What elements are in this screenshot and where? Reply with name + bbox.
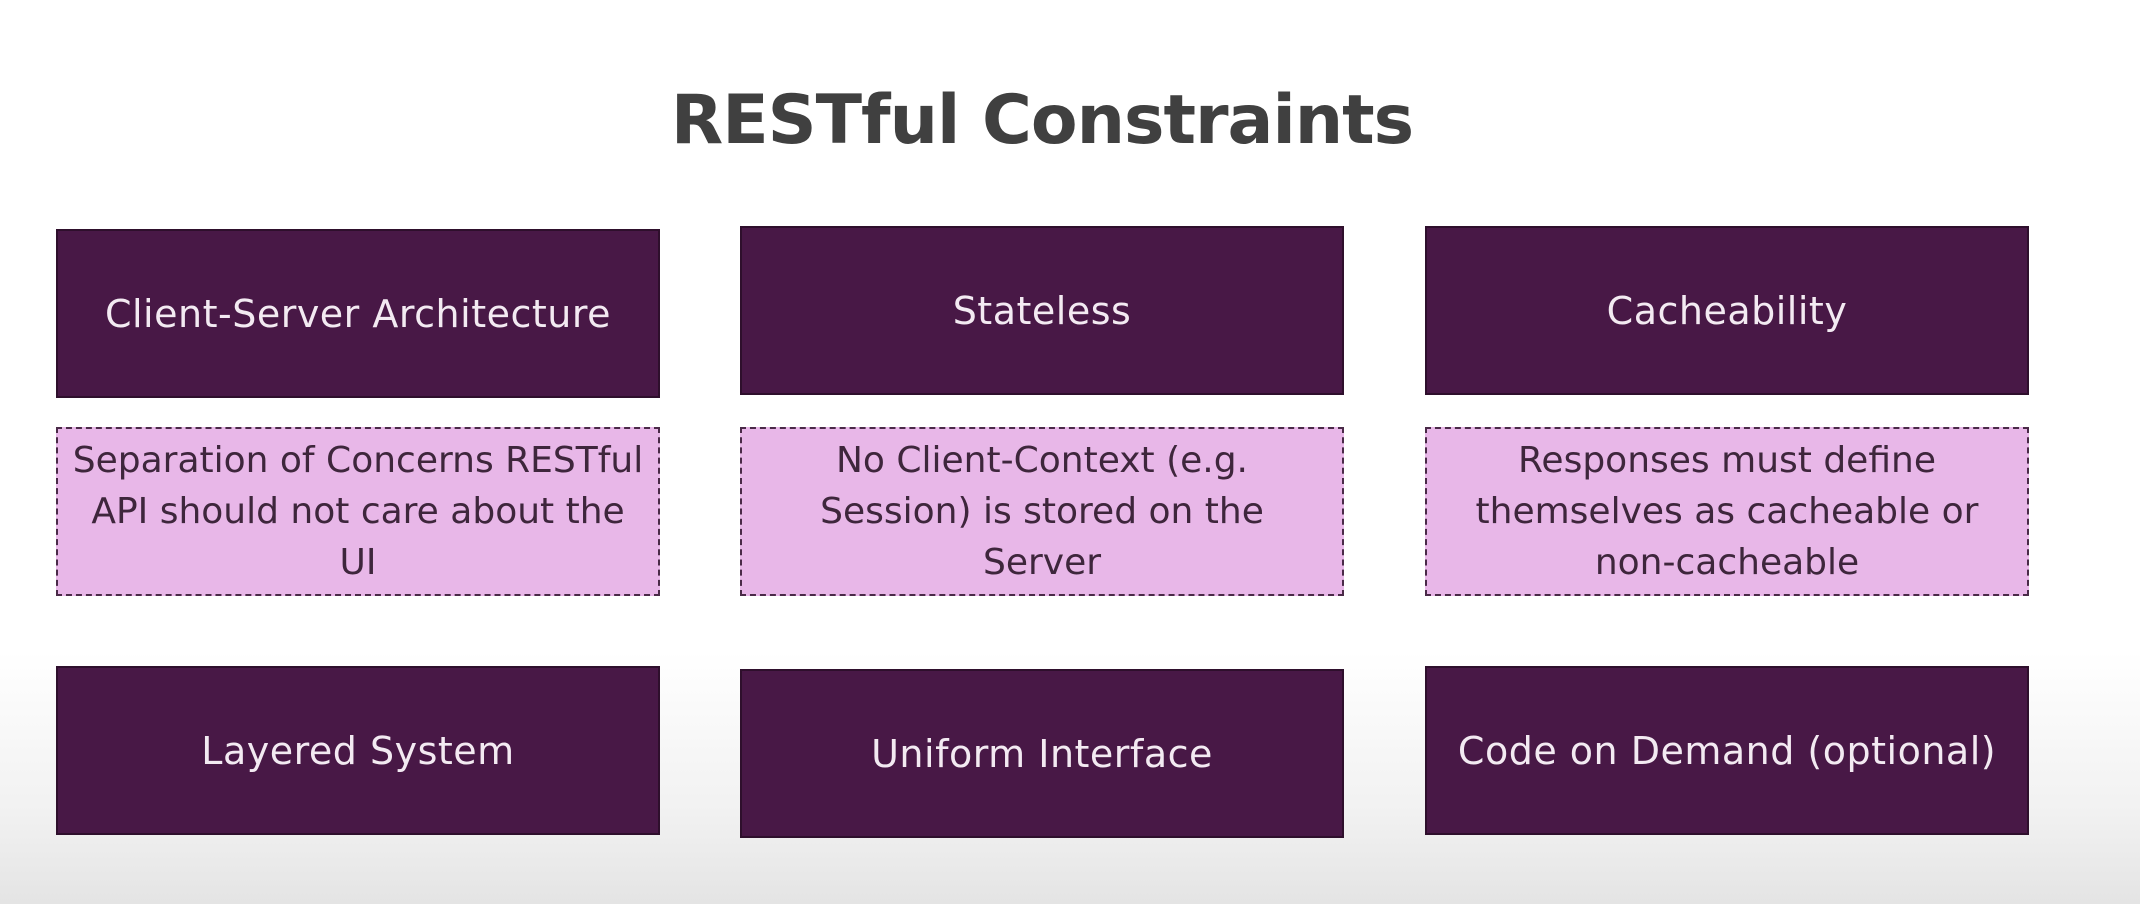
constraint-uniform-interface: Uniform Interface bbox=[740, 669, 1344, 838]
constraint-code-on-demand: Code on Demand (optional) bbox=[1425, 666, 2029, 835]
constraint-cacheability: Cacheability bbox=[1425, 226, 2029, 395]
constraint-client-server: Client-Server Architecture bbox=[56, 229, 660, 398]
description-client-server: Separation of Concerns RESTful API shoul… bbox=[56, 427, 660, 596]
constraint-layered-system: Layered System bbox=[56, 666, 660, 835]
description-cacheability: Responses must define themselves as cach… bbox=[1425, 427, 2029, 596]
description-stateless: No Client-Context (e.g. Session) is stor… bbox=[740, 427, 1344, 596]
constraint-stateless: Stateless bbox=[740, 226, 1344, 395]
slide-title: RESTful Constraints bbox=[670, 81, 1414, 160]
